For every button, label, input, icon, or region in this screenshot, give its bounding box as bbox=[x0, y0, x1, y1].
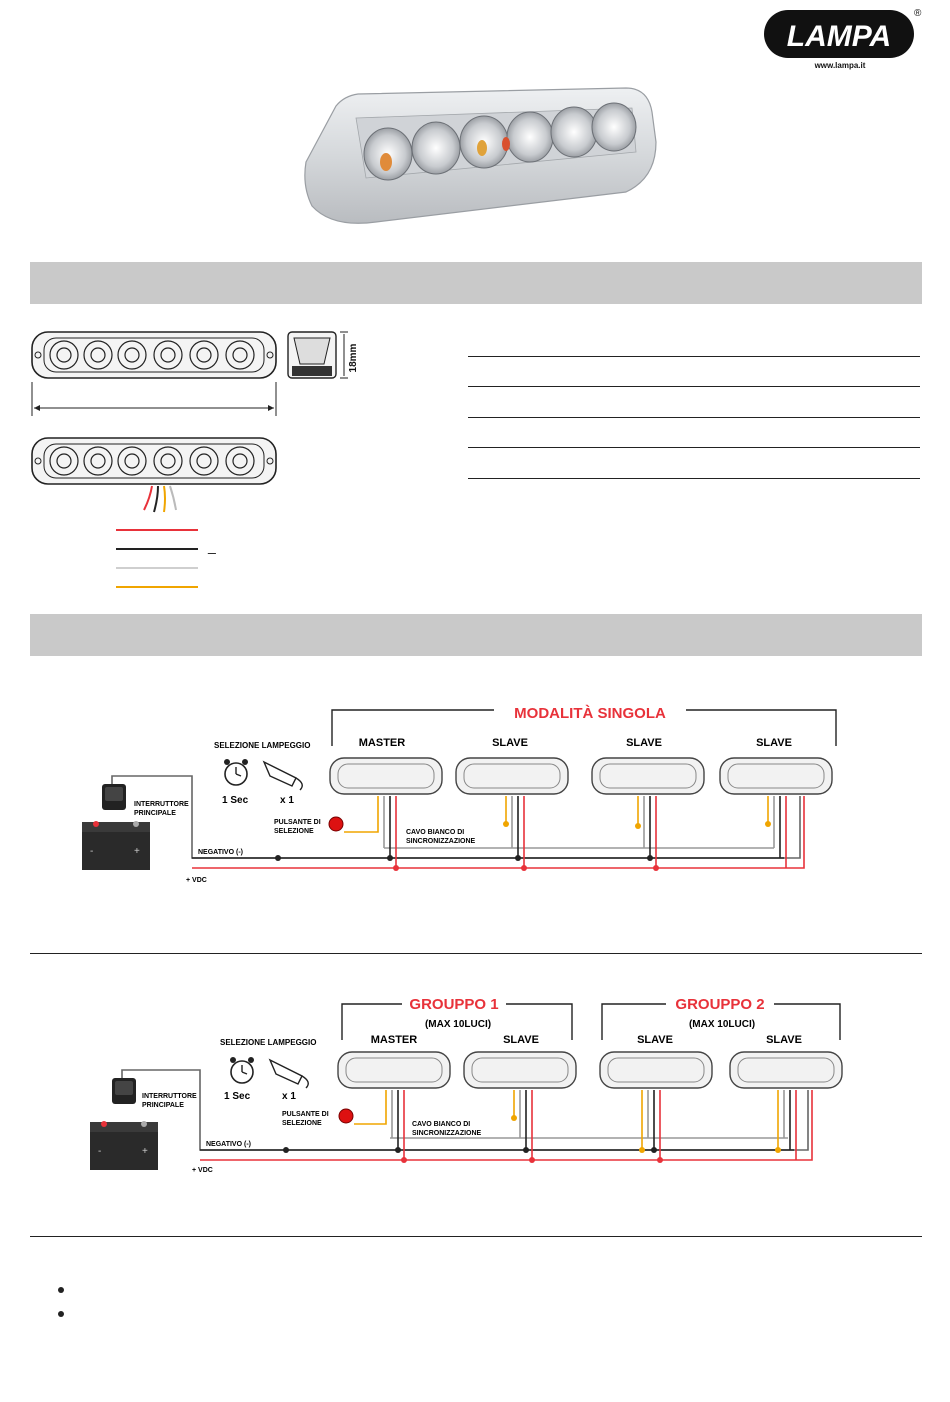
main-switch-label-line1: INTERRUTTORE bbox=[142, 1093, 197, 1100]
negative-label: NEGATIVO (-) bbox=[198, 849, 243, 856]
spec-row-divider bbox=[468, 356, 920, 357]
lamp-label-master: MASTER bbox=[359, 737, 406, 749]
select-button-label-line1: PULSANTE DI bbox=[282, 1111, 329, 1118]
positive-label: + VDC bbox=[192, 1167, 213, 1174]
negative-label: NEGATIVO (-) bbox=[206, 1141, 251, 1148]
lamp-label-slave: SLAVE bbox=[637, 1034, 673, 1046]
spec-row-divider bbox=[468, 386, 920, 387]
select-button-icon bbox=[338, 1108, 354, 1124]
lamp-label-slave: SLAVE bbox=[503, 1034, 539, 1046]
select-button-label-line2: SELEZIONE bbox=[274, 828, 314, 835]
section-band-wiring bbox=[30, 614, 922, 656]
section-band-specs bbox=[30, 262, 922, 304]
list-bullet bbox=[58, 1287, 64, 1293]
sync-cable-label-line1: CAVO BIANCO DI bbox=[406, 829, 464, 836]
divider-rule bbox=[30, 1236, 922, 1237]
logo-registered: ® bbox=[914, 8, 922, 19]
select-button-icon bbox=[328, 816, 344, 832]
finger-press-icon bbox=[268, 1058, 309, 1089]
logo-brand: LAMPA bbox=[787, 20, 891, 53]
wiring-diagram-groups: GROUPPO 1 (MAX 10LUCI) GROUPPO 2 (MAX 10… bbox=[74, 988, 864, 1180]
main-switch-label-line1: INTERRUTTORE bbox=[134, 801, 189, 808]
legend-wire-yellow bbox=[116, 586, 198, 588]
legend-wire-red bbox=[116, 529, 198, 531]
press-count: x 1 bbox=[280, 795, 294, 806]
select-button-label-line2: SELEZIONE bbox=[282, 1120, 322, 1127]
svg-text:+: + bbox=[134, 846, 140, 857]
finger-press-icon bbox=[262, 760, 303, 791]
spec-row-divider bbox=[468, 417, 920, 418]
legend-wire-black bbox=[116, 548, 198, 550]
rear-view-drawing bbox=[26, 432, 296, 522]
lamp-label-slave: SLAVE bbox=[626, 737, 662, 749]
spec-row-divider bbox=[468, 478, 920, 479]
flash-time: 1 Sec bbox=[224, 1091, 251, 1102]
lamp-label-slave: SLAVE bbox=[492, 737, 528, 749]
svg-text:-: - bbox=[90, 846, 93, 857]
flash-selection-label: SELEZIONE LAMPEGGIO bbox=[214, 741, 310, 750]
positive-label: + VDC bbox=[186, 877, 207, 884]
alarm-clock-icon bbox=[224, 759, 248, 786]
svg-text:+: + bbox=[142, 1146, 148, 1157]
lamp-label-slave: SLAVE bbox=[756, 737, 792, 749]
battery-icon: - + bbox=[90, 1121, 158, 1170]
group1-title: GROUPPO 1 bbox=[409, 996, 498, 1013]
lampa-logo: LAMPA www.lampa.it ® bbox=[762, 6, 922, 72]
dimension-drawing: 18mm bbox=[26, 326, 366, 426]
main-switch-label-line2: PRINCIPALE bbox=[142, 1102, 184, 1109]
legend-wire-white bbox=[116, 567, 198, 569]
group2-subtitle: (MAX 10LUCI) bbox=[689, 1019, 755, 1030]
flash-selection-label: SELEZIONE LAMPEGGIO bbox=[220, 1038, 316, 1047]
divider-rule bbox=[30, 953, 922, 954]
sync-cable-label-line1: CAVO BIANCO DI bbox=[412, 1121, 470, 1128]
flash-time: 1 Sec bbox=[222, 795, 249, 806]
main-switch-label-line2: PRINCIPALE bbox=[134, 810, 176, 817]
wiring-diagram-single: MODALITÀ SINGOLA MASTER SLAVE SLAVE SLAV… bbox=[74, 696, 864, 892]
select-button-label-line1: PULSANTE DI bbox=[274, 819, 321, 826]
sync-cable-label-line2: SINCRONIZZAZIONE bbox=[406, 838, 476, 845]
list-bullet bbox=[58, 1311, 64, 1317]
press-count: x 1 bbox=[282, 1091, 296, 1102]
svg-text:-: - bbox=[98, 1146, 101, 1157]
main-switch-icon bbox=[112, 1078, 136, 1104]
battery-icon: - + bbox=[82, 821, 150, 870]
lamp-label-slave: SLAVE bbox=[766, 1034, 802, 1046]
alarm-clock-icon bbox=[230, 1057, 254, 1084]
legend-negative-mark: _ bbox=[208, 538, 216, 554]
group1-subtitle: (MAX 10LUCI) bbox=[425, 1019, 491, 1030]
single-mode-title: MODALITÀ SINGOLA bbox=[514, 705, 666, 722]
sync-cable-label-line2: SINCRONIZZAZIONE bbox=[412, 1130, 482, 1137]
main-switch-icon bbox=[102, 784, 126, 810]
height-dimension-label: 18mm bbox=[348, 343, 359, 372]
product-photo bbox=[296, 82, 660, 230]
lamp-label-master: MASTER bbox=[371, 1034, 418, 1046]
group2-title: GROUPPO 2 bbox=[675, 996, 764, 1013]
logo-url: www.lampa.it bbox=[814, 61, 866, 70]
spec-row-divider bbox=[468, 447, 920, 448]
